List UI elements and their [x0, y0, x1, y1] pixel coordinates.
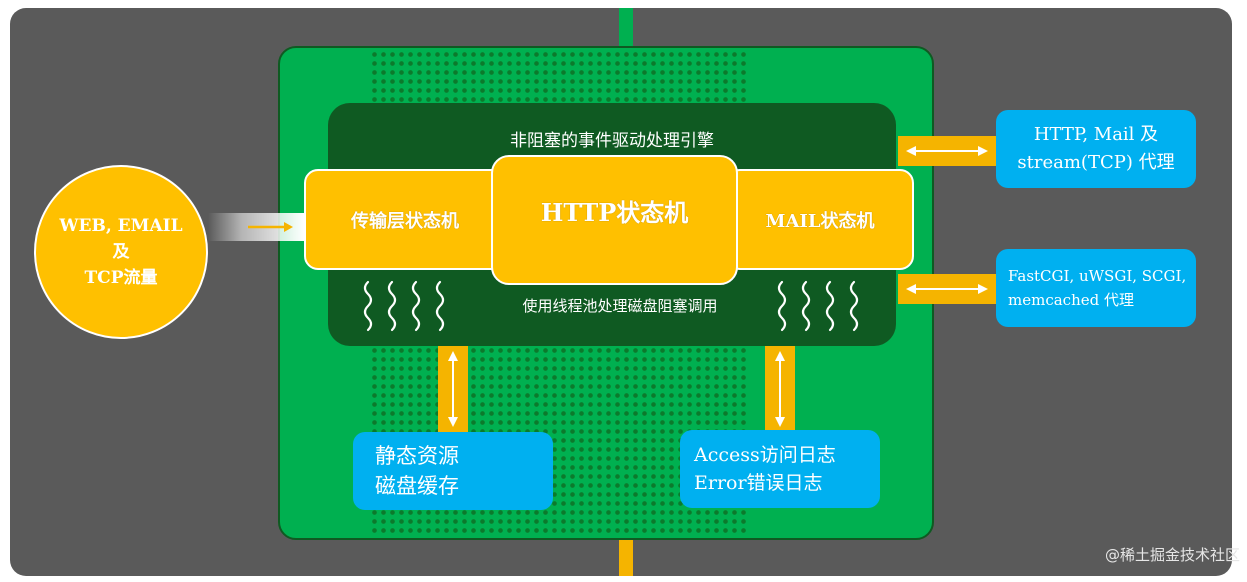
log-storage-bridge: [765, 346, 795, 432]
architecture-diagram: 非阻塞的事件驱动处理引擎 传输层状态机 MAIL状态机 HTTP状态机 使用线程…: [10, 8, 1232, 576]
traffic-source-circle: WEB, EMAIL 及 TCP流量: [34, 165, 208, 339]
thread-pool-label: 使用线程池处理磁盘阻塞调用: [522, 297, 718, 315]
double-arrow-horizontal-icon: [906, 284, 988, 294]
http-state-machine: HTTP状态机: [491, 155, 738, 285]
wave-lines-left-icon: [363, 280, 445, 332]
log-line-1: Access访问日志: [694, 444, 836, 466]
inbound-arrow-icon: [248, 222, 293, 232]
wave-lines-right-icon: [777, 280, 859, 332]
board-dot-pattern-top: [370, 50, 746, 102]
transport-state-machine: 传输层状态机: [304, 169, 506, 270]
static-resource-cache-box: 静态资源 磁盘缓存: [353, 432, 553, 510]
mail-state-machine: MAIL状态机: [726, 169, 914, 270]
double-arrow-vertical-icon: [775, 351, 785, 427]
proxy-http-line-1: HTTP, Mail 及: [1033, 124, 1159, 145]
cgi-proxy-bridge: [898, 274, 996, 304]
traffic-line-2: 及: [112, 242, 130, 262]
log-line-2: Error错误日志: [694, 472, 823, 494]
mail-state-machine-label: MAIL状态机: [765, 210, 875, 232]
double-arrow-vertical-icon: [448, 351, 458, 427]
proxy-cgi-line-1: FastCGI, uWSGI, SCGI,: [1008, 267, 1187, 285]
http-mail-stream-proxy-box: HTTP, Mail 及 stream(TCP) 代理: [996, 110, 1196, 188]
transport-state-machine-label: 传输层状态机: [351, 210, 459, 232]
static-line-2: 磁盘缓存: [375, 474, 459, 498]
static-line-1: 静态资源: [375, 444, 459, 468]
proxy-http-line-2: stream(TCP) 代理: [1017, 152, 1175, 173]
traffic-line-3: TCP流量: [84, 268, 158, 288]
log-box: Access访问日志 Error错误日志: [680, 430, 880, 508]
bottom-bus-line: [619, 540, 633, 576]
double-arrow-horizontal-icon: [906, 146, 988, 156]
traffic-line-1: WEB, EMAIL: [59, 216, 183, 236]
http-state-machine-label: HTTP状态机: [540, 198, 689, 227]
cgi-proxy-box: FastCGI, uWSGI, SCGI, memcached 代理: [996, 249, 1196, 327]
top-bus-line: [619, 8, 633, 48]
http-proxy-bridge: [898, 136, 996, 166]
static-storage-bridge: [438, 346, 468, 432]
proxy-cgi-line-2: memcached 代理: [1008, 291, 1134, 309]
engine-title: 非阻塞的事件驱动处理引擎: [510, 131, 714, 151]
watermark: @稀土掘金技术社区: [1104, 546, 1240, 564]
